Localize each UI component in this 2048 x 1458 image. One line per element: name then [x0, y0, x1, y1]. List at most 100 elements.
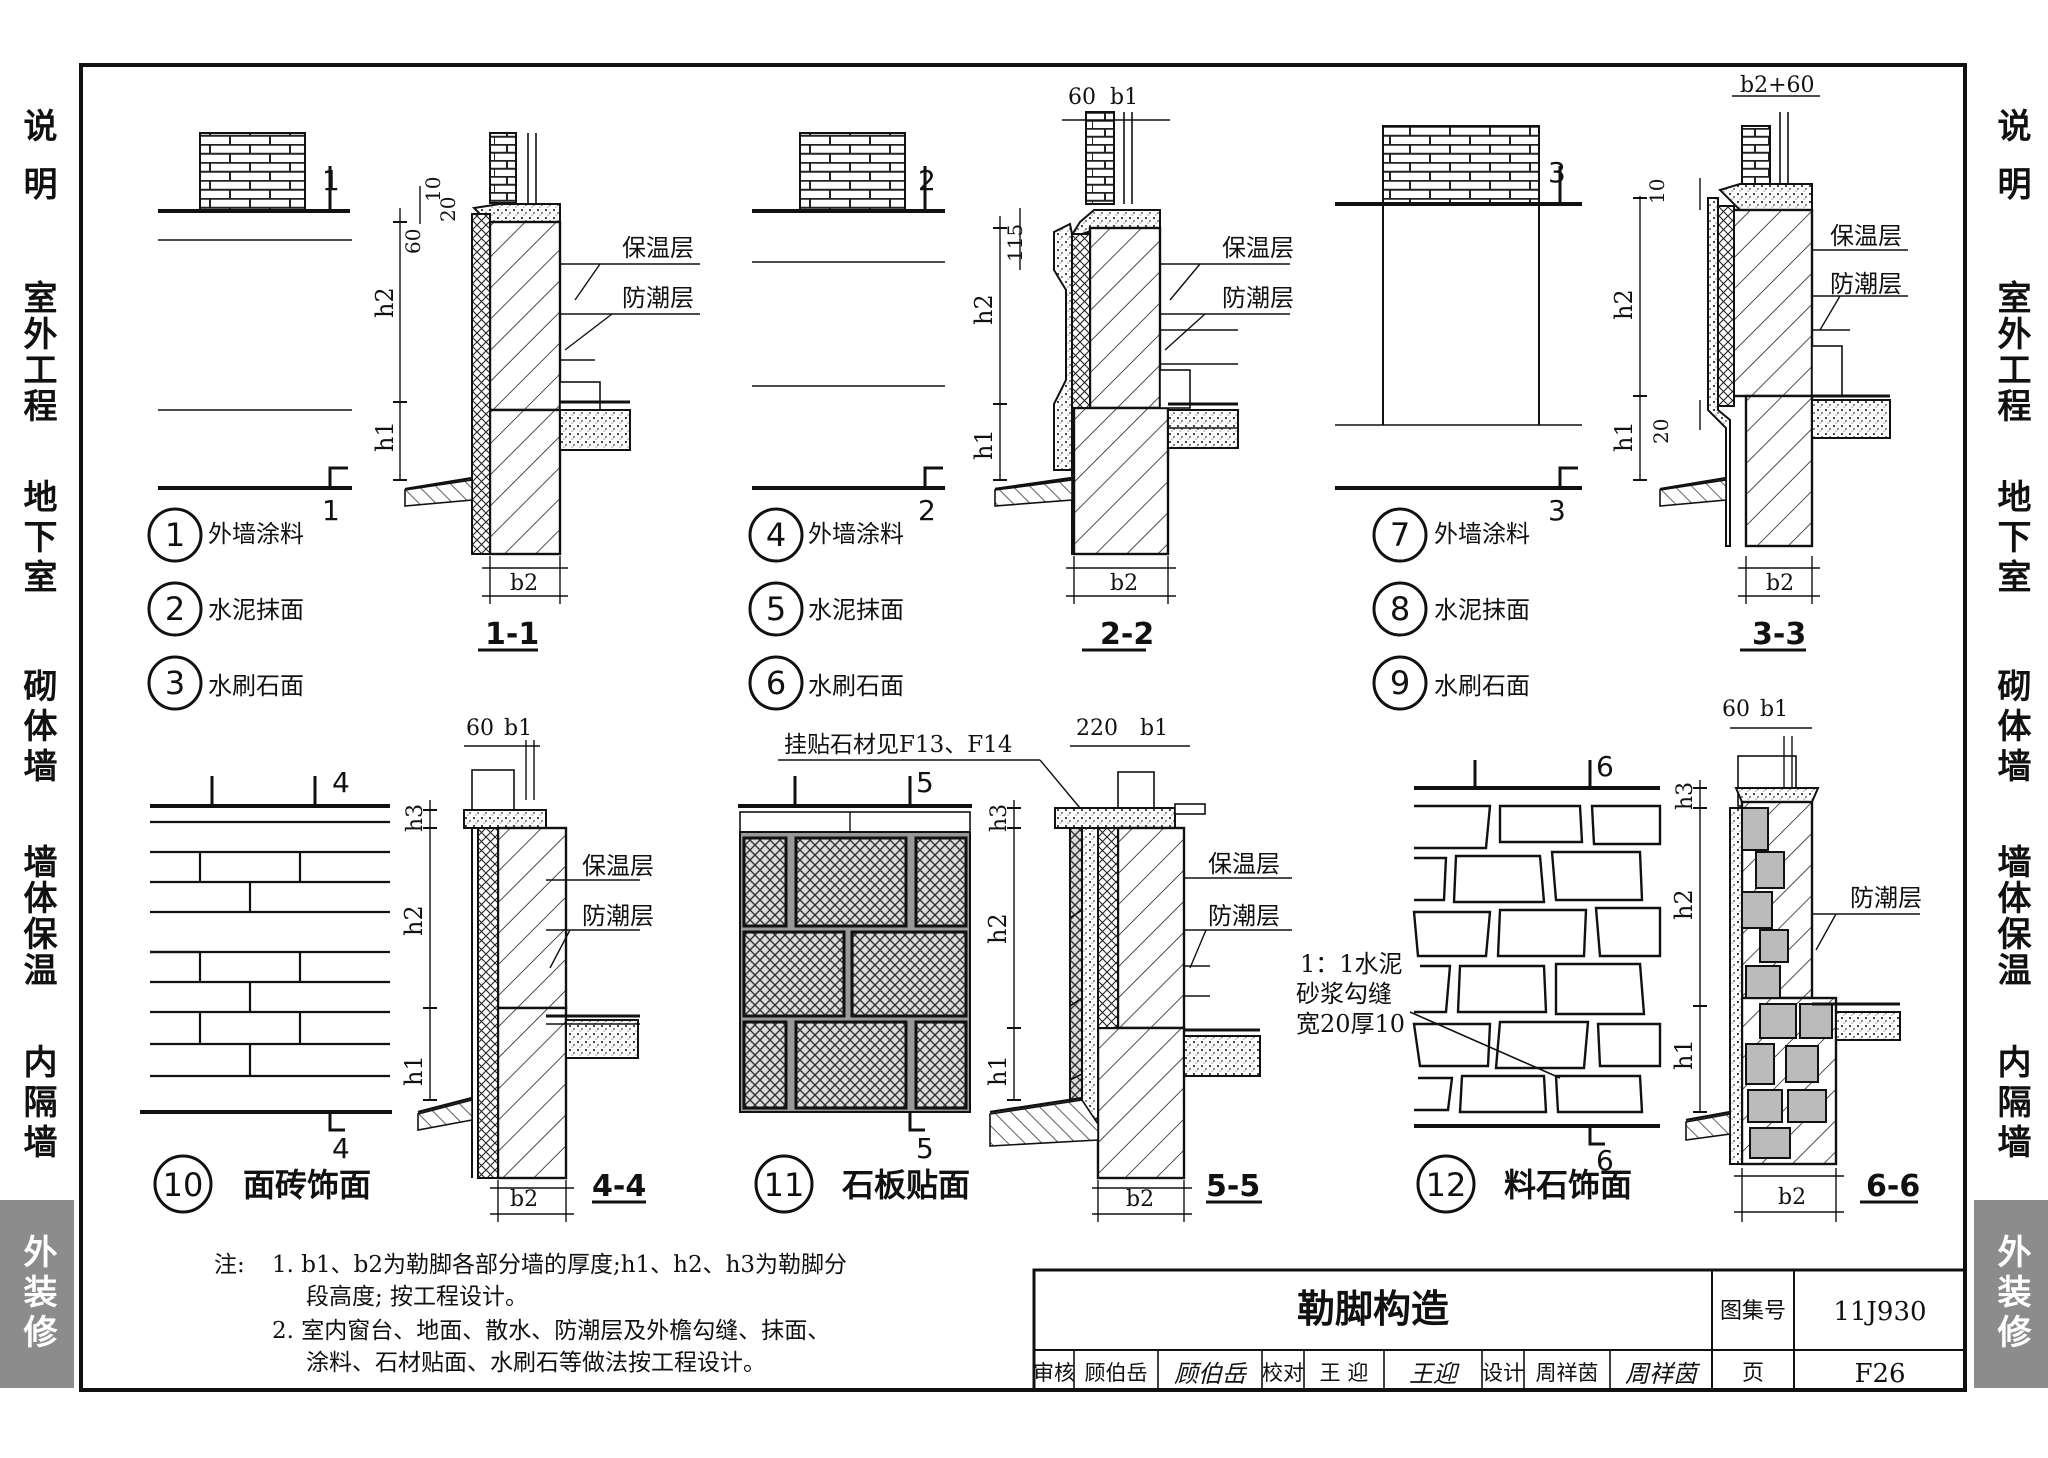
detail-num-circle	[754, 1154, 814, 1214]
page-label: 页	[1742, 1361, 1764, 1386]
side-tab-shuoming-right[interactable]: 说明	[1974, 72, 2048, 260]
review-label: 审核	[1033, 1361, 1075, 1385]
dim-b2: b2	[1110, 571, 1138, 596]
legend-num: 1	[165, 516, 185, 554]
reviewer-signature: 顾伯岳	[1174, 1360, 1248, 1388]
side-tab-outdoor[interactable]: 室外工程	[0, 262, 74, 442]
side-tab-label: 外装修	[17, 1234, 57, 1354]
dim-h1: h1	[1610, 421, 1638, 452]
dim-b2-60: b2+60	[1740, 73, 1815, 98]
side-tab-label: 地下室	[17, 479, 57, 599]
design-label: 设计	[1482, 1361, 1524, 1385]
side-tab-masonry[interactable]: 砌体墙	[0, 636, 74, 820]
section-title: 3-3	[1752, 617, 1806, 652]
cut-mark: 2	[918, 164, 936, 197]
detail-num: 10	[163, 1166, 204, 1204]
legend-text: 水泥抹面	[808, 596, 904, 624]
detail-num-circle	[1416, 1154, 1476, 1214]
cut-mark: 1	[322, 164, 340, 197]
side-tab-partition-right[interactable]: 内隔墙	[1974, 1012, 2048, 1196]
side-tab-label: 说明	[1991, 108, 2031, 224]
detail-3-3	[1335, 95, 1908, 652]
side-tab-label: 墙体保温	[17, 844, 57, 988]
dim-h1: h1	[984, 1055, 1012, 1086]
dim-b2: b2	[510, 1187, 538, 1212]
dim-h3: h3	[987, 804, 1012, 832]
detail-5-5	[738, 745, 1292, 1222]
legend-num: 7	[1390, 516, 1410, 554]
joint-note-3: 宽20厚10	[1296, 1010, 1405, 1038]
legend-num: 3	[165, 664, 185, 702]
legend-text: 外墙涂料	[808, 520, 904, 548]
legend-num: 8	[1390, 590, 1410, 628]
detail-title: 面砖饰面	[243, 1166, 371, 1204]
detail-1-1	[158, 132, 700, 652]
side-tab-masonry-right[interactable]: 砌体墙	[1974, 636, 2048, 820]
atlas-number: 11J930	[1833, 1297, 1926, 1327]
dim-h2: h2	[970, 294, 998, 325]
legend-group-1	[147, 507, 203, 711]
dim-h2: h2	[1610, 289, 1638, 320]
drawing-title: 勒脚构造	[1297, 1287, 1449, 1331]
legend-num: 2	[165, 590, 185, 628]
detail-4-4	[140, 740, 646, 1222]
dim-h2: h2	[371, 287, 399, 318]
legend-text: 水泥抹面	[1434, 596, 1530, 624]
side-tab-shuoming[interactable]: 说明	[0, 72, 74, 260]
dim-b1: b1	[504, 716, 532, 741]
side-tab-label: 室外工程	[1991, 280, 2031, 424]
tile-wall-elevation	[150, 822, 390, 1112]
cut-mark: 2	[918, 494, 936, 527]
label-damp-proof: 防潮层	[582, 902, 654, 930]
dim-h3: h3	[1673, 782, 1698, 810]
label-insulation: 保温层	[1222, 234, 1294, 262]
side-tab-insulation-right[interactable]: 墙体保温	[1974, 824, 2048, 1008]
legend-num: 4	[766, 516, 786, 554]
section-title: 5-5	[1206, 1169, 1260, 1204]
legend-text: 水刷石面	[1434, 672, 1530, 700]
side-tab-insulation[interactable]: 墙体保温	[0, 824, 74, 1008]
side-tab-label: 砌体墙	[1991, 668, 2031, 788]
side-tab-facade-right[interactable]: 外装修	[1974, 1200, 2048, 1388]
page-number: F26	[1854, 1359, 1905, 1389]
checker-signature: 王迎	[1409, 1360, 1460, 1388]
joint-note-2: 砂浆勾缝	[1296, 980, 1392, 1008]
side-tab-basement-right[interactable]: 地下室	[1974, 446, 2048, 632]
detail-title: 料石饰面	[1504, 1166, 1632, 1204]
cut-mark: 3	[1548, 156, 1566, 189]
dim-60: 60	[1068, 85, 1096, 110]
detail-num: 11	[764, 1166, 805, 1204]
legend-num: 9	[1390, 664, 1410, 702]
cut-mark: 6	[1596, 750, 1614, 783]
side-tab-label: 内隔墙	[1991, 1044, 2031, 1164]
legend-num: 5	[766, 590, 786, 628]
cut-mark: 3	[1548, 494, 1566, 527]
side-tab-facade[interactable]: 外装修	[0, 1200, 74, 1388]
label-damp-proof: 防潮层	[622, 284, 694, 312]
dim-b1: b1	[1760, 697, 1788, 722]
legend-text: 水刷石面	[208, 672, 304, 700]
dim-b2: b2	[1766, 571, 1794, 596]
dim-h3: h3	[403, 804, 428, 832]
side-tab-basement[interactable]: 地下室	[0, 446, 74, 632]
side-tab-outdoor-right[interactable]: 室外工程	[1974, 262, 2048, 442]
detail-num: 12	[1426, 1166, 1467, 1204]
notes-prefix: 注:	[214, 1252, 245, 1278]
side-tab-label: 说明	[17, 108, 57, 224]
side-tab-partition[interactable]: 内隔墙	[0, 1012, 74, 1196]
check-label: 校对	[1262, 1361, 1304, 1385]
detail-title: 石板贴面	[841, 1166, 970, 1204]
side-tab-label: 地下室	[1991, 479, 2031, 599]
legend-text: 水泥抹面	[208, 596, 304, 624]
dim-h1: h1	[371, 421, 399, 452]
cut-mark: 1	[322, 494, 340, 527]
cut-mark: 5	[916, 766, 934, 799]
dim-10: 10	[421, 177, 445, 202]
label-damp-proof: 防潮层	[1830, 270, 1902, 298]
dim-60: 60	[401, 229, 425, 254]
cut-mark: 4	[332, 766, 350, 799]
stone-hanging-note: 挂贴石材见F13、F14	[784, 732, 1012, 758]
designer-name: 周祥茵	[1536, 1361, 1599, 1385]
side-tab-label: 砌体墙	[17, 668, 57, 788]
